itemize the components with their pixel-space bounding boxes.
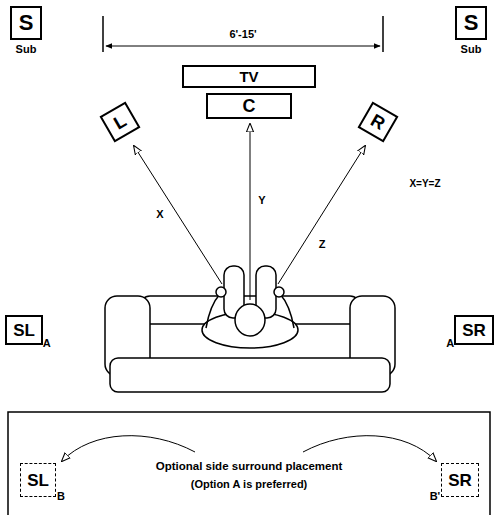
speaker-note: B <box>57 491 65 502</box>
listener-arm <box>206 294 220 328</box>
speaker-name: SL <box>13 322 35 339</box>
distance-arrow <box>278 146 365 284</box>
speaker-note: Sub <box>461 44 482 55</box>
distance-arrow <box>250 124 251 300</box>
option-bracket <box>8 412 490 515</box>
speaker-note: Sub <box>16 44 37 55</box>
speaker-box: SLA <box>5 315 43 345</box>
listener-arm <box>280 294 294 328</box>
speaker-box: SRA <box>454 315 494 345</box>
speaker-name: TV <box>239 69 258 84</box>
speaker-box: SSub <box>10 6 42 40</box>
dimension-label: 6'-15' <box>228 28 257 40</box>
optional-speaker-box: SRB' <box>441 463 479 497</box>
speaker-name: R <box>368 111 388 133</box>
dimension-line <box>106 46 380 47</box>
curved-arrow <box>303 436 436 461</box>
listener-hand <box>216 287 226 297</box>
dimension-tick <box>382 16 384 52</box>
distance-arrow <box>134 146 222 284</box>
speaker-note: B' <box>430 491 441 502</box>
distance-label: Y <box>257 194 266 206</box>
distance-label: X <box>155 208 164 220</box>
listener-head <box>235 304 265 336</box>
speaker-box: TV <box>182 65 316 88</box>
listener-hand <box>274 287 284 297</box>
speaker-name: C <box>243 97 256 115</box>
speaker-name: SR <box>448 472 472 489</box>
note-text: (Option A is preferred) <box>190 478 309 490</box>
speaker-name: L <box>111 111 130 132</box>
speaker-box: R <box>358 102 399 143</box>
dimension-tick <box>102 16 104 52</box>
speaker-name: SR <box>462 322 486 339</box>
speaker-note: A <box>43 338 51 349</box>
optional-speaker-box: SLB <box>20 463 56 497</box>
speaker-box: C <box>206 93 292 119</box>
note-text: Optional side surround placement <box>155 460 344 473</box>
couch-seat <box>110 358 390 392</box>
distance-label: Z <box>318 238 327 250</box>
speaker-note: A <box>446 338 454 349</box>
speaker-name: S <box>464 12 479 34</box>
speaker-box: SSub <box>455 6 487 40</box>
speaker-box: L <box>100 102 141 143</box>
speaker-name: SL <box>27 472 49 489</box>
distance-label: X=Y=Z <box>408 178 441 189</box>
curved-arrow <box>62 436 195 461</box>
speaker-name: S <box>19 12 34 34</box>
